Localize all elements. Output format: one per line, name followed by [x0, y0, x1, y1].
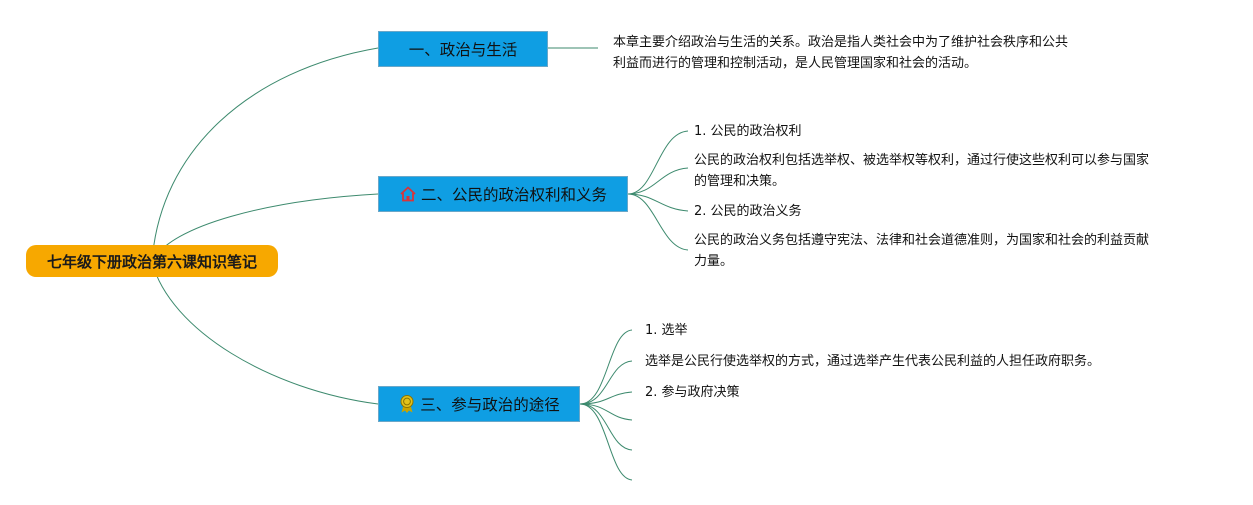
branch-1-label: 一、政治与生活 — [408, 41, 518, 59]
award-ribbon-icon — [398, 394, 416, 414]
branch-2-duties-note[interactable]: 公民的政治义务包括遵守宪法、法律和社会道德准则，为国家和社会的利益贡献 力量。 — [694, 230, 1149, 272]
branch-3-item-3-connector — [579, 391, 633, 405]
branch-2-rights-note[interactable]: 公民的政治权利包括选举权、被选举权等权利，通过行使这些权利可以参与国家 的管理和… — [694, 150, 1149, 192]
root-topic-label: 七年级下册政治第六课知识笔记 — [46, 252, 257, 271]
branch-topic-civic-rights-duties[interactable]: 二、公民的政治权利和义务 — [378, 176, 628, 212]
branch-3-item-1-connector — [579, 329, 633, 405]
branch-3-subtopic-decision-making[interactable]: 2. 参与政府决策 — [645, 385, 740, 400]
branch-2-item-2-connector — [627, 167, 689, 195]
branch-3-label: 三、参与政治的途径 — [420, 396, 560, 414]
branch-2-duties-note-line-2: 力量。 — [694, 254, 734, 269]
branch-2-label: 二、公民的政治权利和义务 — [420, 186, 607, 204]
branch-3-item-6-connector — [579, 403, 633, 481]
branch-2-item-3-connector — [627, 193, 689, 212]
root-topic[interactable]: 七年级下册政治第六课知识笔记 — [26, 245, 278, 277]
branch-2-subtopic-duties[interactable]: 2. 公民的政治义务 — [694, 204, 802, 219]
root-to-branch-3-connector — [151, 261, 379, 405]
branch-1-note: 本章主要介绍政治与生活的关系。政治是指人类社会中为了维护社会秩序和公共 利益而进… — [613, 32, 1068, 74]
branch-2-rights-note-line-2: 的管理和决策。 — [694, 174, 786, 189]
branch-1-note-line-1: 本章主要介绍政治与生活的关系。政治是指人类社会中为了维护社会秩序和公共 — [613, 35, 1069, 50]
branch-3-item-2-connector — [579, 360, 633, 405]
branch-3-item-5-connector — [579, 403, 633, 451]
branch-topic-political-participation[interactable]: 三、参与政治的途径 — [378, 386, 580, 422]
branch-3-election-note[interactable]: 选举是公民行使选举权的方式，通过选举产生代表公民利益的人担任政府职务。 — [645, 354, 1101, 369]
root-to-branch-1-connector — [151, 47, 379, 263]
branch-2-rights-note-line-1: 公民的政治权利包括选举权、被选举权等权利，通过行使这些权利可以参与国家 — [694, 153, 1150, 168]
branch-3-item-4-connector — [579, 403, 633, 421]
branch-topic-politics-and-life[interactable]: 一、政治与生活 — [378, 31, 548, 67]
branch-2-duties-note-line-1: 公民的政治义务包括遵守宪法、法律和社会道德准则，为国家和社会的利益贡献 — [694, 233, 1150, 248]
branch-2-item-1-connector — [627, 130, 689, 195]
branch-1-note-line-2: 利益而进行的管理和控制活动，是人民管理国家和社会的活动。 — [613, 56, 978, 71]
branch-2-subtopic-rights[interactable]: 1. 公民的政治权利 — [694, 124, 802, 139]
house-icon — [399, 185, 417, 203]
branch-3-subtopic-election[interactable]: 1. 选举 — [645, 323, 688, 338]
branch-2-item-4-connector — [627, 193, 689, 251]
